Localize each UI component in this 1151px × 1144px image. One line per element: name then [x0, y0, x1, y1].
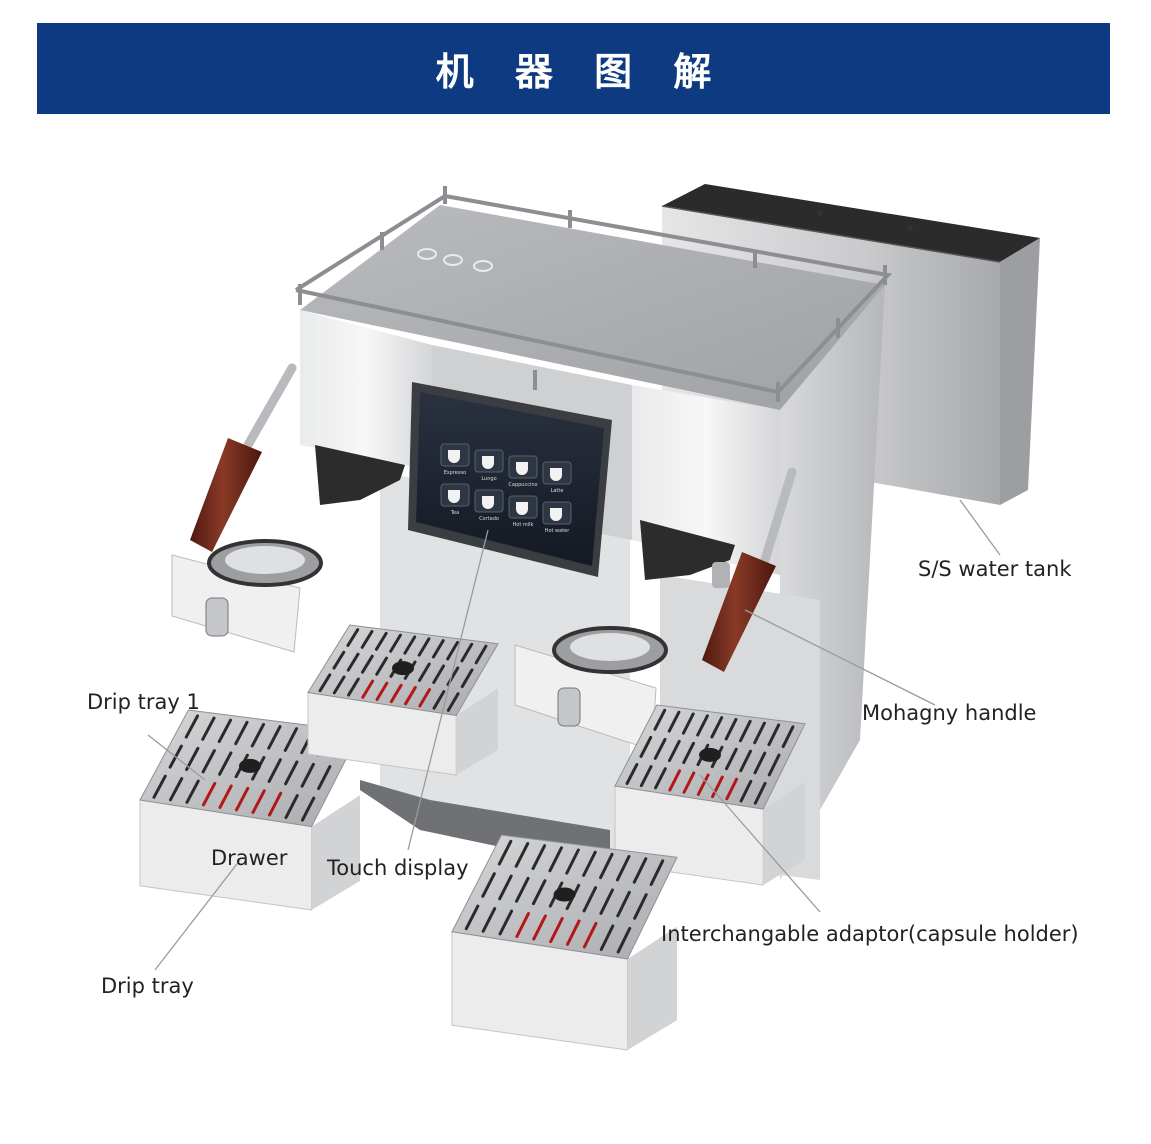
leader-lines: [147, 499, 1001, 971]
screen-drink-icon: Latte: [542, 461, 572, 494]
screen-drink-icon: Hot water: [542, 501, 572, 534]
page-title: 机 器 图 解: [435, 50, 726, 94]
label-handle: Mohagny handle: [862, 701, 1037, 725]
screen-drink-label: Espresso: [444, 470, 466, 476]
screen-drink-label: Cappuccino: [508, 482, 537, 488]
screen-drink-icon: Lungo: [474, 449, 504, 482]
screen-drink-icon: Cortado: [474, 489, 504, 522]
top-buttons: [417, 248, 493, 272]
left-steam-wand: [190, 363, 297, 552]
label-touch-display: Touch display: [327, 856, 469, 880]
screen-icon-grid: EspressoLungoCappuccinoLatteTeaCortadoHo…: [440, 443, 572, 534]
screen-drink-label: Latte: [551, 488, 564, 494]
screen-drink-label: Hot milk: [513, 522, 534, 528]
screen-drink-icon: Hot milk: [508, 495, 538, 528]
drip-tray-left-inner: [307, 624, 499, 776]
screen-drink-label: Hot water: [545, 528, 571, 534]
label-adaptor: Interchangable adaptor(capsule holder): [661, 922, 1079, 946]
right-drawer: [514, 626, 668, 751]
right-steam-wand: [702, 467, 797, 672]
screen-drink-label: Tea: [450, 510, 459, 516]
screen-drink-icon: Tea: [440, 483, 470, 516]
drip-tray-left-front: [139, 709, 361, 911]
drip-tray-front: [451, 834, 678, 1051]
left-drawer: [171, 539, 323, 653]
touch-display: EspressoLungoCappuccinoLatteTeaCortadoHo…: [408, 382, 612, 577]
top-rail: [294, 186, 892, 402]
label-water-tank: S/S water tank: [918, 557, 1072, 581]
header-banner: 机 器 图 解: [37, 23, 1110, 114]
screen-drink-icon: Espresso: [440, 443, 470, 476]
screen-drink-label: Lungo: [481, 476, 496, 482]
screen-drink-label: Cortado: [479, 516, 499, 522]
drip-trays: [139, 624, 806, 1051]
label-drawer: Drawer: [211, 846, 288, 870]
label-drip-tray-1: Drip tray 1: [87, 690, 200, 714]
screen-drink-icon: Cappuccino: [508, 455, 538, 488]
label-drip-tray: Drip tray: [101, 974, 194, 998]
